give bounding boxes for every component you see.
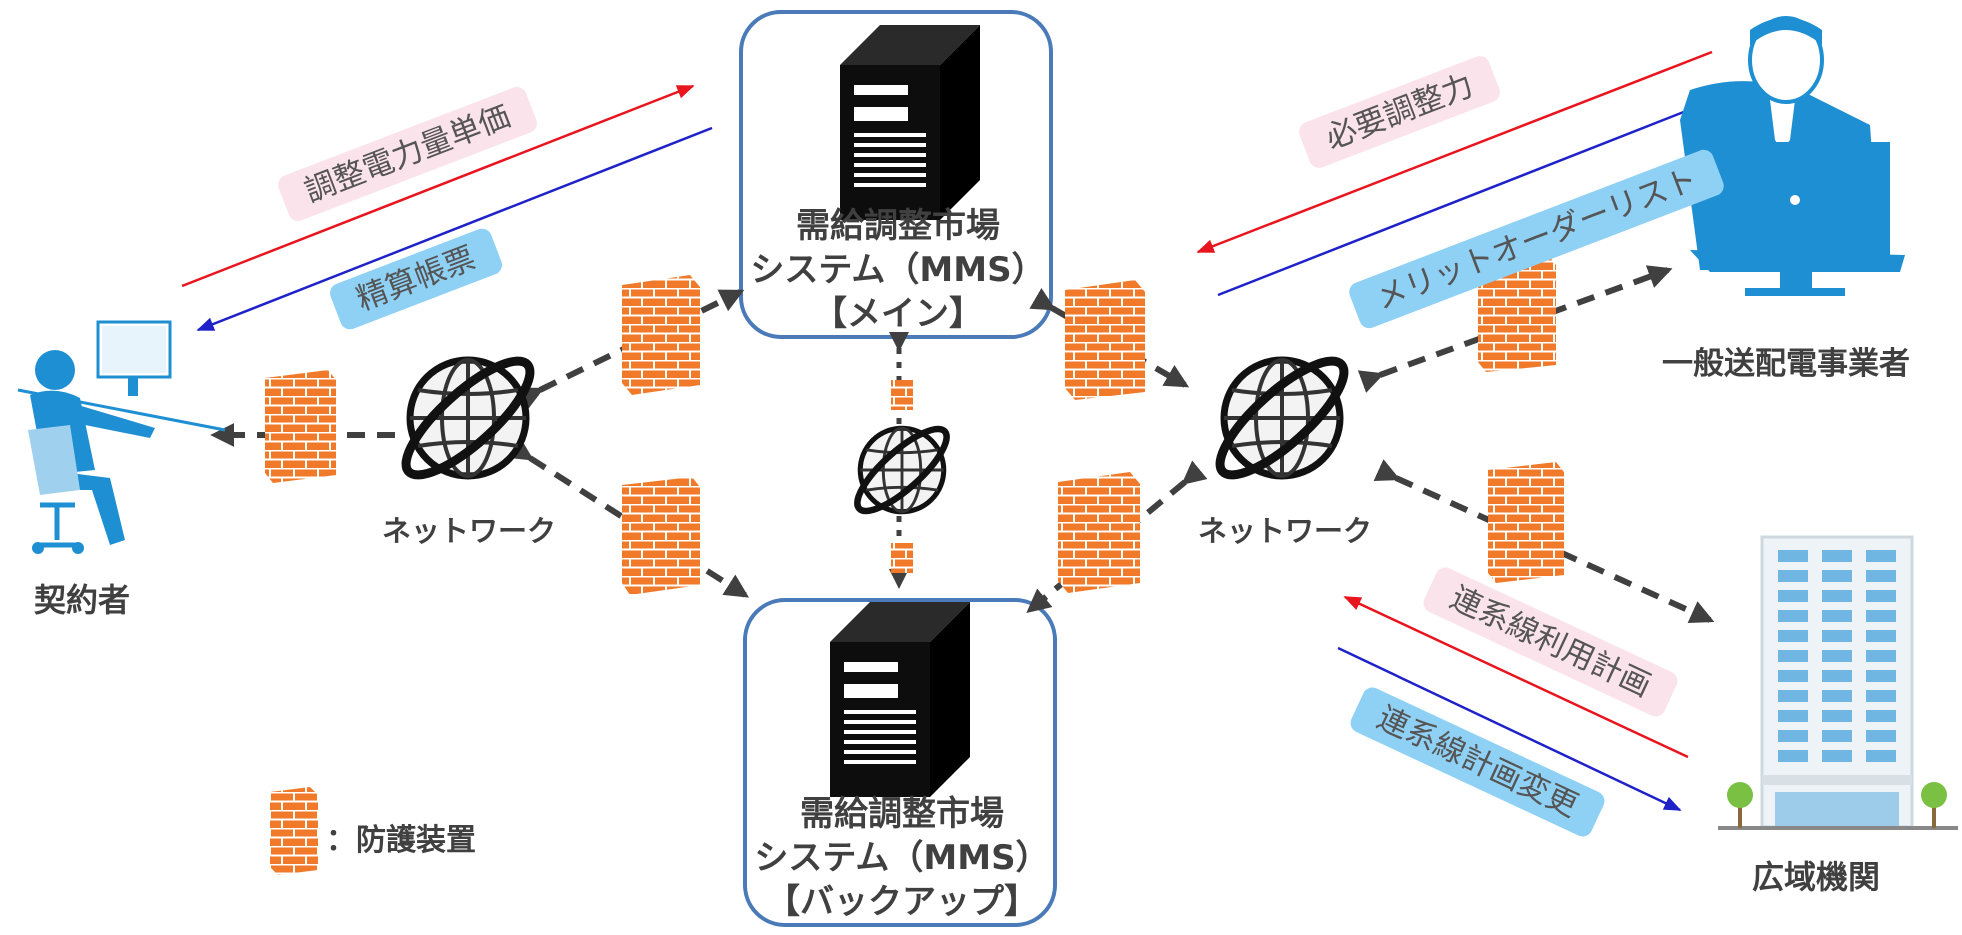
network-left-label: ネットワーク <box>382 514 557 548</box>
globe-icon <box>391 345 545 491</box>
main-server-system: システム（MMS） <box>750 250 1046 290</box>
globe-icon <box>847 418 958 523</box>
main-server-name: 需給調整市場 <box>796 206 1000 246</box>
backup-server-icon <box>830 602 970 797</box>
network-right-label: ネットワーク <box>1198 514 1373 548</box>
backup-server-role: 【バックアップ】 <box>766 882 1038 922</box>
firewall-icon <box>891 380 913 410</box>
firewalls <box>265 255 1564 875</box>
backup-server-name: 需給調整市場 <box>800 794 1004 834</box>
globe-icon <box>1205 345 1359 491</box>
tso-label: 一般送配電事業者 <box>1662 346 1910 382</box>
flow-arrows <box>181 50 1734 812</box>
firewall-icon <box>891 543 913 573</box>
tso-operator-icon <box>1680 16 1905 296</box>
main-server-icon <box>840 25 980 220</box>
contractor-icon <box>17 320 226 554</box>
backup-server-system: システム（MMS） <box>754 838 1050 878</box>
legend-label: ：防護装置 <box>326 823 476 858</box>
contractor-label: 契約者 <box>34 581 131 619</box>
main-server-role: 【メイン】 <box>813 294 983 334</box>
building-windows <box>1778 550 1896 762</box>
occto-label: 広域機関 <box>1752 858 1881 896</box>
